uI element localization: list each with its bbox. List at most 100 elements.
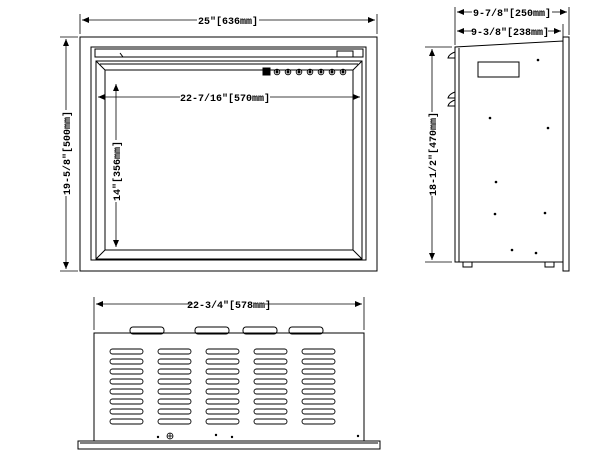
side-label-plate: [478, 62, 519, 77]
front-top-slot-left: [120, 53, 123, 57]
vent-slot: [110, 409, 143, 414]
front-bevel-bl: [96, 250, 105, 259]
control-button: [306, 68, 314, 76]
front-outer-frame: [80, 37, 377, 271]
side-view: [448, 37, 569, 271]
vent-slot: [110, 399, 143, 404]
control-button: [339, 68, 347, 76]
vent-slot: [254, 349, 287, 354]
top-width-dimension: [94, 297, 364, 330]
vent-slot: [110, 379, 143, 384]
front-height-label: 19-5/8"[500mm]: [62, 111, 74, 195]
control-button-dot: [330, 70, 334, 74]
front-firebox-inner: [105, 70, 353, 250]
side-depth-overall-dimension: [455, 7, 569, 45]
side-screw: [510, 248, 514, 252]
control-button-dot: [308, 70, 312, 74]
front-width-dimension: [80, 14, 377, 34]
vent-slot: [110, 419, 143, 424]
vent-slot: [254, 409, 287, 414]
control-button: [328, 68, 336, 76]
vent-slot: [302, 369, 335, 374]
control-button-dot: [286, 70, 290, 74]
side-front-flange: [563, 37, 569, 271]
top-width-label: 22-3/4"[578mm]: [187, 300, 271, 312]
vent-slot: [254, 419, 287, 424]
front-inner-frame: [91, 47, 366, 260]
vent-slot: [206, 369, 239, 374]
control-button-dot: [275, 70, 279, 74]
vent-slot: [302, 409, 335, 414]
control-button: [284, 68, 292, 76]
vent-slot: [254, 379, 287, 384]
side-screw: [494, 180, 498, 184]
side-height-label: 18-1/2"[470mm]: [428, 112, 440, 196]
side-foot-front: [545, 262, 554, 267]
vent-slot: [302, 419, 335, 424]
vent-slot: [110, 369, 143, 374]
vent-slot: [254, 359, 287, 364]
side-screws: [488, 58, 550, 255]
side-back-tab-1: [448, 52, 455, 58]
top-tab: [130, 327, 164, 334]
side-back-tab-2: [448, 92, 455, 98]
side-depth-body-dimension: [457, 24, 563, 40]
vent-slot: [302, 359, 335, 364]
vent-slot: [206, 349, 239, 354]
side-screw: [536, 58, 540, 62]
top-tab: [243, 327, 277, 334]
top-front-flange: [78, 441, 380, 449]
control-button-dot: [319, 70, 323, 74]
side-height-dimension: [425, 47, 452, 262]
vent-slot: [110, 359, 143, 364]
side-screw: [543, 211, 547, 215]
front-height-dimension: [60, 37, 78, 271]
vent-slot: [206, 389, 239, 394]
side-screw: [493, 212, 497, 216]
side-depth-body-label: 9-3/8"[238mm]: [471, 27, 549, 39]
vent-slot: [302, 389, 335, 394]
vent-slot: [158, 379, 191, 384]
vent-slot: [206, 359, 239, 364]
top-vents: [110, 349, 335, 424]
side-back-tab-3: [448, 100, 455, 106]
vent-slot: [158, 349, 191, 354]
top-tab: [195, 327, 229, 334]
control-button: [273, 68, 281, 76]
control-button: [295, 68, 303, 76]
vent-slot: [254, 389, 287, 394]
front-width-label: 25"[636mm]: [198, 16, 258, 28]
vent-slot: [158, 369, 191, 374]
control-button-dot: [341, 70, 345, 74]
side-depth-overall-label: 9-7/8"[250mm]: [473, 8, 551, 20]
vent-slot: [254, 399, 287, 404]
top-ground-symbol: [166, 432, 174, 440]
front-view: [80, 37, 377, 271]
front-bevel-br: [353, 250, 362, 259]
control-panel-display: [263, 68, 270, 75]
top-tab: [289, 327, 323, 334]
opening-width-label: 22-7/16"[570mm]: [180, 93, 270, 105]
front-bevel-tl: [96, 61, 105, 70]
vent-slot: [206, 409, 239, 414]
vent-slot: [206, 379, 239, 384]
front-top-trim: [95, 49, 363, 57]
vent-slot: [158, 419, 191, 424]
side-screw: [534, 251, 538, 255]
vent-slot: [302, 399, 335, 404]
vent-slot: [158, 359, 191, 364]
vent-slot: [302, 379, 335, 384]
control-button-dot: [297, 70, 301, 74]
vent-slot: [158, 399, 191, 404]
vent-slot: [206, 399, 239, 404]
front-firebox-outer: [96, 61, 362, 259]
vent-slot: [158, 409, 191, 414]
side-screw: [546, 126, 550, 130]
top-screws: [156, 433, 360, 439]
vent-slot: [254, 369, 287, 374]
vent-slot: [206, 419, 239, 424]
vent-slot: [110, 349, 143, 354]
control-button: [317, 68, 325, 76]
vent-slot: [302, 349, 335, 354]
